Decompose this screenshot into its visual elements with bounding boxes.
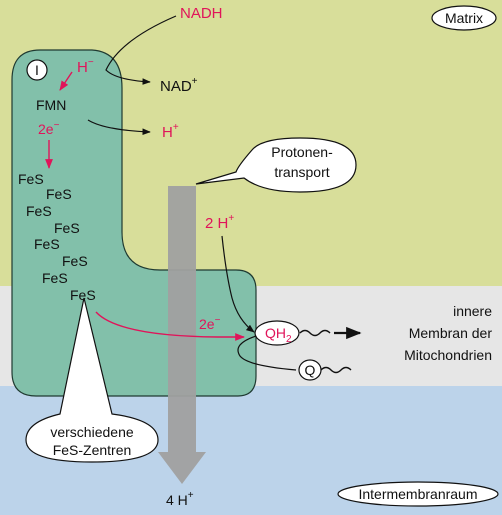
- proton-transport-line2: transport: [274, 164, 329, 180]
- hydride-label: H−: [77, 57, 94, 76]
- proton-transport-callout: [195, 137, 357, 193]
- proton-transport-line1: Protonen-: [271, 144, 333, 160]
- q-label: Q: [305, 362, 316, 378]
- fes-centers-line1: verschiedene: [50, 424, 133, 440]
- intermembrane-label-ellipse: [337, 481, 499, 507]
- fes-cluster-list: FeS FeS FeS FeS FeS FeS FeS FeS: [18, 171, 96, 303]
- electron-transfer-arrow: [95, 311, 245, 341]
- proton-channel-arrow: [158, 186, 206, 484]
- electrons-bottom-label: 2e−: [199, 315, 221, 332]
- q-binding-line: [237, 335, 297, 371]
- electrons-top-label: 2e−: [38, 120, 60, 137]
- q-tail: [320, 366, 352, 374]
- membrane-label-line2: Membran der: [409, 325, 493, 341]
- nadh-label: NADH: [180, 5, 223, 22]
- fes-cluster: FeS: [54, 220, 80, 236]
- fes-cluster: FeS: [42, 270, 68, 286]
- fes-cluster: FeS: [62, 253, 88, 269]
- qh2-ellipse: [254, 320, 300, 346]
- proton-uptake-arrow: [221, 235, 255, 333]
- qh2-tail: [299, 329, 331, 337]
- matrix-label-ellipse: [431, 5, 497, 31]
- membrane-label-line1: innere: [453, 303, 492, 319]
- fes-cluster: FeS: [46, 186, 72, 202]
- membrane-label-line3: Mitochondrien: [404, 347, 492, 363]
- intermembrane-label: Intermembranraum: [358, 486, 477, 502]
- matrix-label: Matrix: [445, 10, 483, 26]
- fes-cluster: FeS: [70, 287, 96, 303]
- fmn-label: FMN: [36, 97, 66, 113]
- qh2-label: QH2: [265, 325, 292, 345]
- two-protons-label: 2 H+: [205, 213, 234, 232]
- fes-cluster: FeS: [26, 203, 52, 219]
- fes-cluster: FeS: [34, 236, 60, 252]
- fes-centers-line2: FeS-Zentren: [53, 442, 132, 458]
- fes-cluster: FeS: [18, 171, 44, 187]
- proton-release-arrow: [87, 119, 151, 136]
- nadh-oxidation-arrow: [105, 15, 177, 85]
- fes-centers-callout: [25, 297, 159, 463]
- hydride-arrow: [59, 71, 73, 91]
- complex-label-circle: [26, 59, 48, 81]
- complex-label: I: [35, 62, 39, 78]
- nad-plus-label: NAD+: [160, 76, 198, 95]
- four-protons-label: 4 H+: [166, 490, 194, 508]
- proton-label: H+: [162, 122, 179, 141]
